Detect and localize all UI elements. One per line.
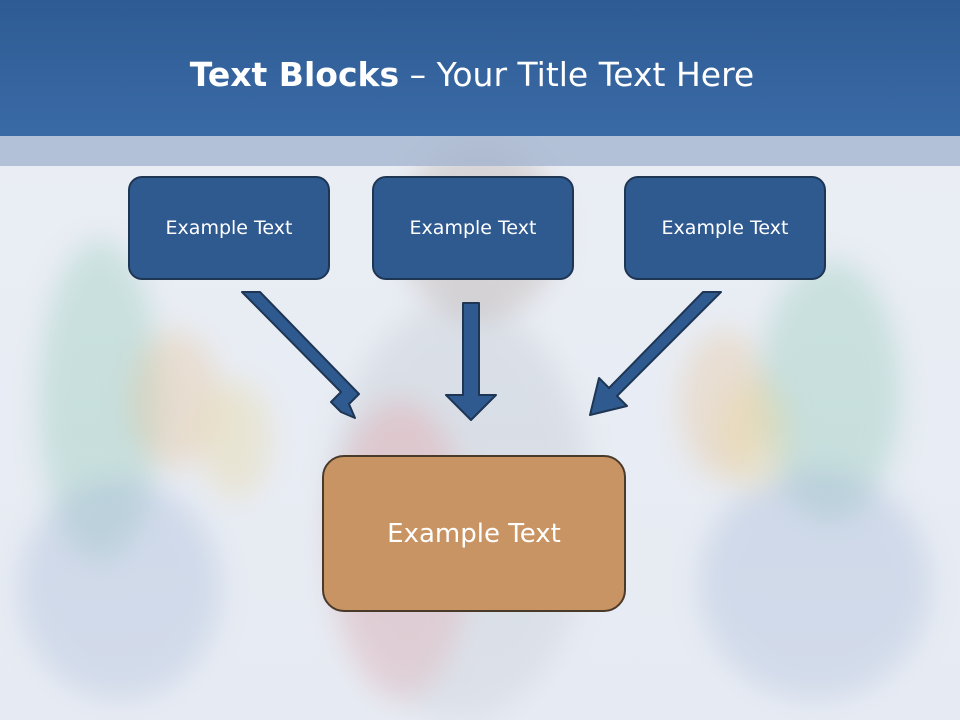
title-bold: Text Blocks [189,55,400,94]
arrow-left [241,291,360,419]
example-text-block-left[interactable]: Example Text [128,176,330,280]
example-text-target-label: Example Text [387,518,561,549]
example-text-left-label: Example Text [165,217,293,239]
arrow-center [445,302,497,421]
arrow-right [589,291,722,416]
title-rest: Your Title Text Here [436,55,755,94]
title-underline-strip [0,136,960,166]
slide-title: Text Blocks – Your Title Text Here [0,54,944,96]
example-text-block-right[interactable]: Example Text [624,176,826,280]
example-text-right-label: Example Text [661,217,789,239]
title-dash: – [399,55,437,94]
example-text-center-label: Example Text [409,217,537,239]
example-text-block-center[interactable]: Example Text [372,176,574,280]
example-text-block-target[interactable]: Example Text [322,455,626,612]
title-bar [0,0,960,136]
